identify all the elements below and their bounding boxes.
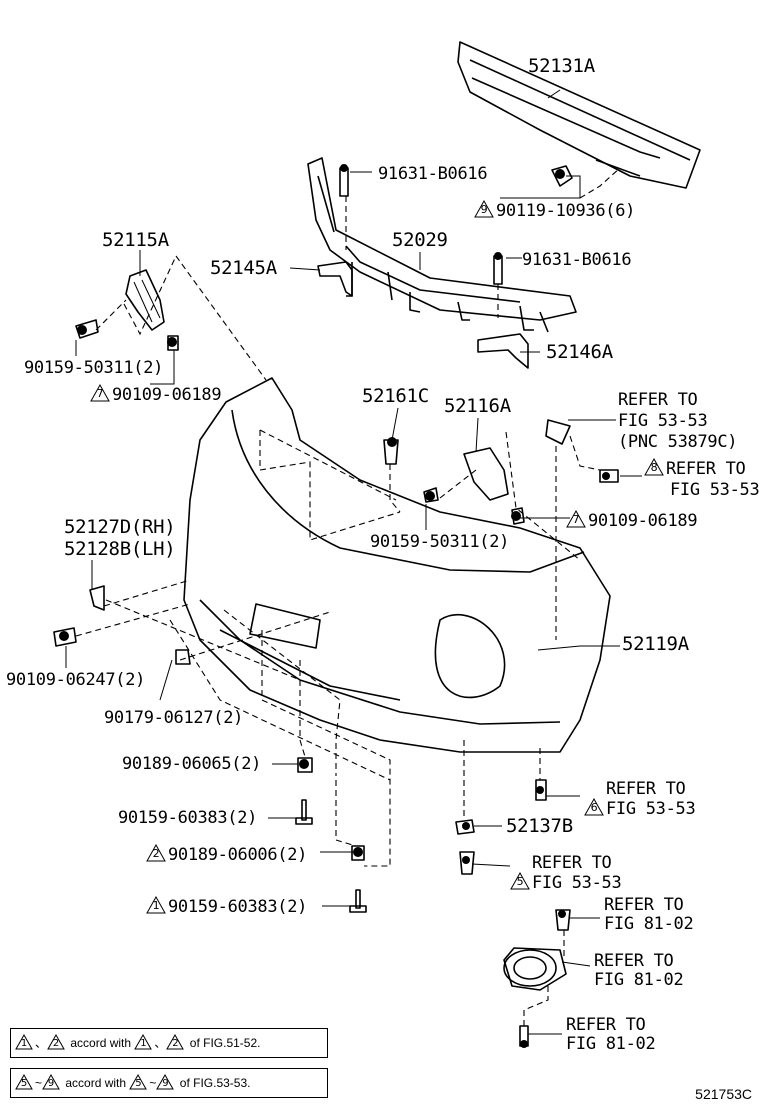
part-label-52131a: 52131A — [528, 55, 595, 77]
part-label-52145a: 52145A — [210, 257, 277, 279]
part-label-52115a: 52115A — [102, 229, 169, 251]
alignment-lines — [75, 167, 621, 1026]
triangle-note-icon: 9 — [156, 1074, 175, 1090]
refer-fig-53-53-pnc: REFER TO FIG 53-53 (PNC 53879C) — [618, 390, 738, 452]
triangle-note-icon: 8 — [644, 458, 664, 476]
reinforcement-part — [457, 41, 701, 189]
refer-fig-81-02-middle: REFER TO FIG 81-02 — [594, 951, 684, 990]
part-label-52029: 52029 — [392, 229, 448, 251]
retainer-part — [307, 157, 577, 333]
triangle-note-icon: 9 — [42, 1074, 60, 1090]
bracket-52116a — [463, 447, 509, 501]
part-label-90159-60383-upper: 90159-60383(2) — [118, 808, 258, 828]
part-label-52137b: 52137B — [506, 815, 573, 837]
note-box-fig-53-53: 5~9 accord with 5~9 of FIG.53-53. — [10, 1068, 328, 1098]
triangle-note-icon: 5 — [510, 872, 530, 890]
triangle-note-icon: 7 — [566, 510, 586, 528]
bracket-52115a — [125, 269, 165, 331]
triangle-note-icon: 7 — [90, 384, 110, 402]
leader-lines — [65, 89, 642, 1035]
triangle-note-icon: 2 — [146, 844, 166, 862]
triangle-note-icon: 2 — [47, 1034, 65, 1050]
part-label-91631-b0616-upper: 91631-B0616 — [378, 164, 488, 184]
triangle-note-icon: 5 — [129, 1074, 148, 1090]
figure-code: 521753C — [695, 1086, 752, 1102]
triangle-note-icon: 2 — [166, 1034, 185, 1050]
part-label-90179-06127: 90179-06127(2) — [104, 708, 244, 728]
part-label-52146a: 52146A — [546, 341, 613, 363]
part-label-90189-06065: 90189-06065(2) — [122, 754, 262, 774]
part-label-52116a: 52116A — [444, 395, 511, 417]
triangle-note-icon: 1 — [134, 1034, 153, 1050]
bracket-52146a — [477, 333, 529, 369]
triangle-note-icon: 5 — [15, 1074, 33, 1090]
part-label-90159-50311-right: 90159-50311(2) — [370, 532, 510, 552]
fasteners — [53, 165, 619, 1047]
bumper-cover — [183, 377, 611, 753]
fog-lamp — [503, 947, 567, 991]
bracket-52145a — [317, 261, 353, 297]
part-label-52161c: 52161C — [362, 385, 429, 407]
part-label-90109-06247: 90109-06247(2) — [6, 670, 146, 690]
part-label-52127d-52128b: 52127D(RH) 52128B(LH) — [64, 516, 176, 560]
bolt-heads — [59, 164, 610, 1048]
refer-fig-81-02-upper: REFER TO FIG 81-02 — [604, 895, 694, 934]
part-label-90159-50311-left: 90159-50311(2) — [24, 358, 164, 378]
note-box-fig-51-52: 1、2 accord with 1、2 of FIG.51-52. — [10, 1028, 328, 1058]
triangle-note-icon: 6 — [584, 798, 604, 816]
triangle-note-icon: 9 — [474, 200, 494, 218]
triangle-note-icon: 1 — [15, 1034, 33, 1050]
part-label-91631-b0616-lower: 91631-B0616 — [522, 250, 632, 270]
triangle-note-icon: 1 — [146, 896, 166, 914]
refer-fig-81-02-lower: REFER TO FIG 81-02 — [566, 1015, 656, 1054]
part-label-52119a: 52119A — [622, 633, 689, 655]
